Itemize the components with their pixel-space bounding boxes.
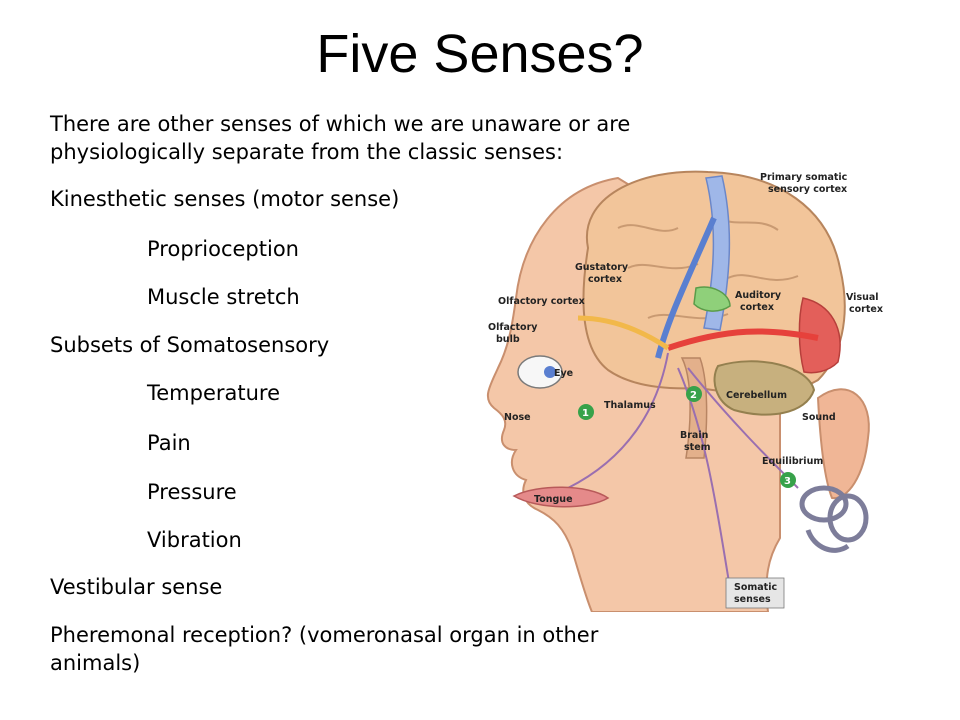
label-primary-somatic-2: sensory cortex xyxy=(768,184,847,195)
label-nose: Nose xyxy=(504,412,531,423)
item-kinesthetic: Kinesthetic senses (motor sense) xyxy=(50,187,400,211)
label-gustatory-2: cortex xyxy=(588,274,622,285)
item-pain: Pain xyxy=(147,431,191,455)
marker-2: 2 xyxy=(690,390,697,401)
item-temperature: Temperature xyxy=(147,381,281,405)
item-vibration: Vibration xyxy=(147,528,242,552)
label-olfactory-bulb: Olfactory xyxy=(488,322,538,333)
senses-brain-diagram: Primary somatic sensory cortex Gustatory… xyxy=(468,158,904,612)
label-cerebellum: Cerebellum xyxy=(726,390,787,401)
cerebellum-region xyxy=(713,360,816,416)
label-somatic-senses-2: senses xyxy=(734,594,771,605)
label-auditory-2: cortex xyxy=(740,302,774,313)
ear-shape xyxy=(816,388,870,500)
label-visual-2: cortex xyxy=(849,304,883,315)
eye-shape xyxy=(517,355,563,389)
label-sound: Sound xyxy=(802,412,836,423)
label-eye: Eye xyxy=(554,368,573,379)
label-auditory: Auditory xyxy=(735,290,782,301)
item-muscle-stretch: Muscle stretch xyxy=(147,285,300,309)
label-brain-stem-2: stem xyxy=(684,442,711,453)
item-vestibular: Vestibular sense xyxy=(50,575,223,599)
label-equilibrium: Equilibrium xyxy=(762,456,823,467)
label-tongue: Tongue xyxy=(534,494,573,505)
intro-line-2: physiologically separate from the classi… xyxy=(50,140,564,164)
label-thalamus: Thalamus xyxy=(604,400,656,411)
item-somatosensory: Subsets of Somatosensory xyxy=(50,333,330,357)
item-pheremonal: Pheremonal reception? (vomeronasal organ… xyxy=(50,623,599,647)
label-olfactory-bulb-2: bulb xyxy=(496,334,520,345)
item-proprioception: Proprioception xyxy=(147,237,299,261)
marker-3: 3 xyxy=(784,476,791,487)
auditory-cortex-region xyxy=(693,286,731,312)
marker-1: 1 xyxy=(582,408,589,419)
slide-title: Five Senses? xyxy=(316,24,644,84)
inner-ear-shape xyxy=(799,485,869,553)
item-pressure: Pressure xyxy=(147,480,237,504)
intro-line-1: There are other senses of which we are u… xyxy=(50,112,631,136)
label-gustatory: Gustatory xyxy=(575,262,629,273)
tongue-shape xyxy=(512,486,610,508)
label-brain-stem: Brain xyxy=(680,430,709,441)
label-visual: Visual xyxy=(846,292,879,303)
label-somatic-senses: Somatic xyxy=(734,582,777,593)
item-pheremonal-cont: animals) xyxy=(50,651,141,675)
label-primary-somatic: Primary somatic xyxy=(760,172,847,183)
label-olfactory-cortex: Olfactory cortex xyxy=(498,296,585,307)
